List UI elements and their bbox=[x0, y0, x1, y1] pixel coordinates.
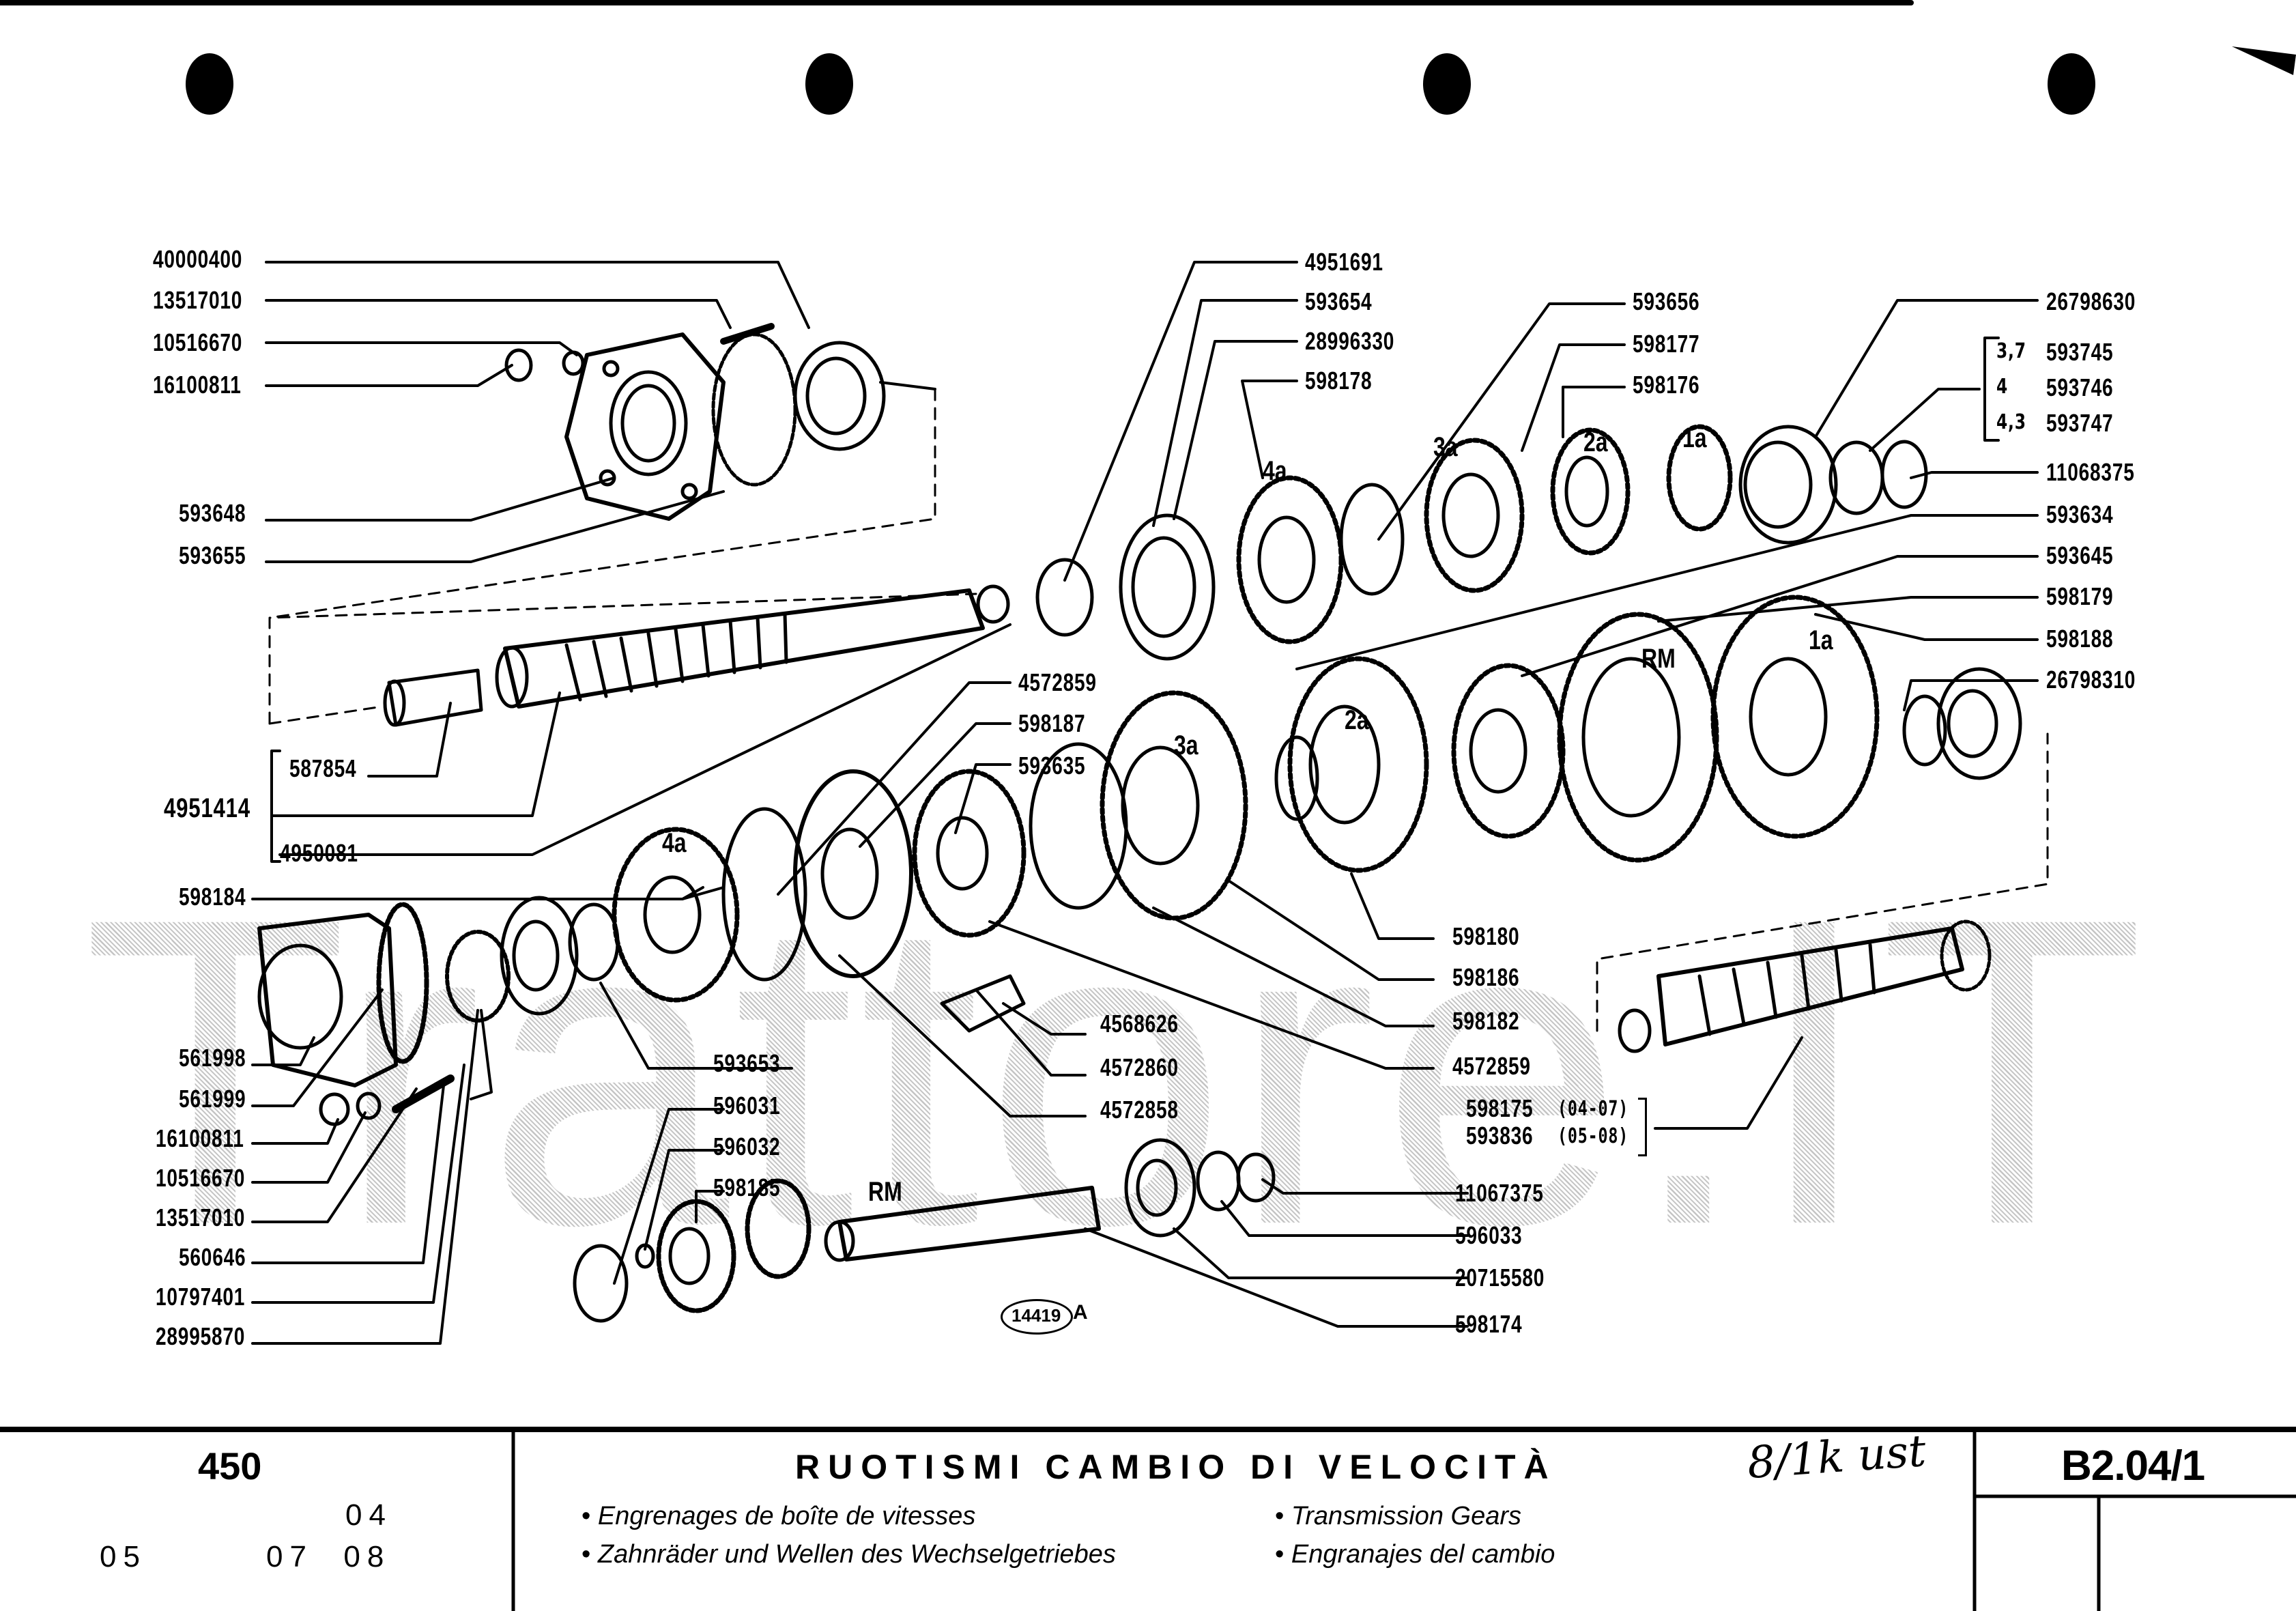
gear-tag-1a: 1a bbox=[1682, 423, 1707, 453]
part-label: 4572859 bbox=[1018, 668, 1097, 696]
part-label: 593655 bbox=[179, 541, 246, 569]
part-label: 593634 bbox=[2046, 500, 2114, 528]
part-label: 11067375 bbox=[1455, 1179, 1544, 1207]
part-label: 4572860 bbox=[1100, 1053, 1179, 1081]
version-05: 05 bbox=[100, 1540, 147, 1573]
part-label: 593656 bbox=[1633, 287, 1700, 315]
drawing-code-suffix: A bbox=[1073, 1301, 1088, 1324]
part-label: 40000400 bbox=[153, 245, 243, 273]
part-label: 4572858 bbox=[1100, 1096, 1179, 1124]
part-label: 598187 bbox=[1018, 709, 1086, 737]
input-shaft bbox=[383, 584, 1010, 727]
part-label: 13517010 bbox=[153, 286, 243, 314]
part-label: 26798630 bbox=[2046, 287, 2136, 315]
part-label: 593746 bbox=[2046, 373, 2114, 401]
main-gear-train bbox=[257, 595, 2022, 1087]
part-label: 11068375 bbox=[2046, 458, 2135, 486]
part-label: 4572859 bbox=[1452, 1052, 1531, 1080]
gear-tag-2a: 2a bbox=[1583, 427, 1608, 457]
part-label: 28995870 bbox=[156, 1322, 246, 1350]
gear-tag-1a-lower: 1a bbox=[1809, 625, 1833, 655]
gear-tag-2a-lower: 2a bbox=[1345, 705, 1369, 735]
part-label: 10797401 bbox=[156, 1283, 246, 1311]
punch-hole bbox=[2048, 53, 2095, 115]
punch-hole bbox=[1423, 53, 1471, 115]
part-label: 598185 bbox=[713, 1173, 781, 1201]
part-label: 593836 bbox=[1466, 1122, 1534, 1150]
part-label: 4568626 bbox=[1100, 1010, 1179, 1038]
part-label: 598175 bbox=[1466, 1094, 1534, 1122]
part-label: 598177 bbox=[1633, 330, 1700, 358]
part-label: 4951414 bbox=[164, 793, 250, 823]
gear-tag-rm-reverse: RM bbox=[868, 1177, 902, 1207]
page-reference: B2.04/1 bbox=[2061, 1442, 2205, 1489]
ratio-label: 4,3 bbox=[1996, 410, 2026, 434]
part-label: 596032 bbox=[713, 1132, 781, 1160]
part-label: 560646 bbox=[179, 1243, 246, 1271]
part-label: 28996330 bbox=[1305, 327, 1395, 355]
part-label: 598180 bbox=[1452, 922, 1520, 950]
range-label: (05-08) bbox=[1558, 1124, 1629, 1148]
leader-lines bbox=[251, 261, 2039, 1345]
punch-hole bbox=[805, 53, 853, 115]
title-german: Zahnräder und Wellen des Wechselgetriebe… bbox=[582, 1540, 1116, 1569]
part-label: 598178 bbox=[1305, 367, 1373, 395]
part-label: 598188 bbox=[2046, 625, 2114, 653]
drawing-code-oval bbox=[1001, 1299, 1073, 1335]
title-french: Engrenages de boîte de vitesses bbox=[582, 1502, 976, 1531]
ratio-label: 4 bbox=[1996, 375, 2009, 399]
part-label: 593653 bbox=[713, 1049, 781, 1077]
part-label: 593654 bbox=[1305, 287, 1373, 315]
gear-tag-4a-lower: 4a bbox=[662, 828, 687, 858]
part-label: 593747 bbox=[2046, 409, 2114, 437]
upper-gear-train bbox=[1035, 424, 1928, 661]
part-label: 593745 bbox=[2046, 338, 2114, 366]
part-label: 4950081 bbox=[280, 839, 358, 867]
gear-tag-3a: 3a bbox=[1433, 432, 1458, 462]
part-label: 26798310 bbox=[2046, 666, 2136, 694]
model-number: 450 bbox=[198, 1444, 262, 1487]
reverse-shaft bbox=[573, 1138, 1276, 1323]
title-italian: RUOTISMI CAMBIO DI VELOCITÀ bbox=[795, 1448, 1557, 1486]
part-label: 587854 bbox=[289, 754, 357, 782]
flange-group bbox=[504, 323, 886, 521]
layshaft bbox=[1618, 919, 1992, 1053]
variant-bracket bbox=[1638, 1098, 1647, 1156]
part-label: 16100811 bbox=[156, 1124, 244, 1152]
part-label: 596033 bbox=[1455, 1221, 1523, 1249]
version-07-08: 07 08 bbox=[266, 1540, 391, 1573]
part-label: 561998 bbox=[179, 1044, 246, 1072]
part-label: 4951691 bbox=[1305, 248, 1383, 276]
part-label: 598186 bbox=[1452, 963, 1520, 991]
part-label: 16100811 bbox=[153, 371, 242, 399]
ratio-label: 3,7 bbox=[1996, 339, 2026, 363]
part-label: 593648 bbox=[179, 499, 246, 527]
title-english: Transmission Gears bbox=[1275, 1502, 1521, 1531]
range-label: (04-07) bbox=[1558, 1097, 1629, 1121]
part-label: 13517010 bbox=[156, 1203, 246, 1231]
part-label: 598174 bbox=[1455, 1310, 1523, 1338]
part-label: 598182 bbox=[1452, 1007, 1520, 1035]
part-label: 20715580 bbox=[1455, 1264, 1545, 1292]
title-spanish: Engranajes del cambio bbox=[1275, 1540, 1555, 1569]
punch-hole bbox=[186, 53, 233, 115]
part-label: 598179 bbox=[2046, 582, 2114, 610]
gear-tag-3a-lower: 3a bbox=[1174, 730, 1199, 760]
part-label: 593645 bbox=[2046, 541, 2114, 569]
part-label: 10516670 bbox=[153, 328, 243, 356]
gear-tag-4a: 4a bbox=[1263, 456, 1287, 486]
gear-tag-rm: RM bbox=[1641, 644, 1676, 674]
part-label: 598176 bbox=[1633, 371, 1700, 399]
version-04: 04 bbox=[345, 1498, 392, 1532]
part-label: 598184 bbox=[179, 883, 246, 911]
drawing-code: 14419 bbox=[1011, 1305, 1061, 1326]
part-label: 561999 bbox=[179, 1085, 246, 1113]
part-label: 10516670 bbox=[156, 1164, 246, 1192]
part-label: 596031 bbox=[713, 1092, 781, 1120]
part-label: 593635 bbox=[1018, 752, 1086, 780]
